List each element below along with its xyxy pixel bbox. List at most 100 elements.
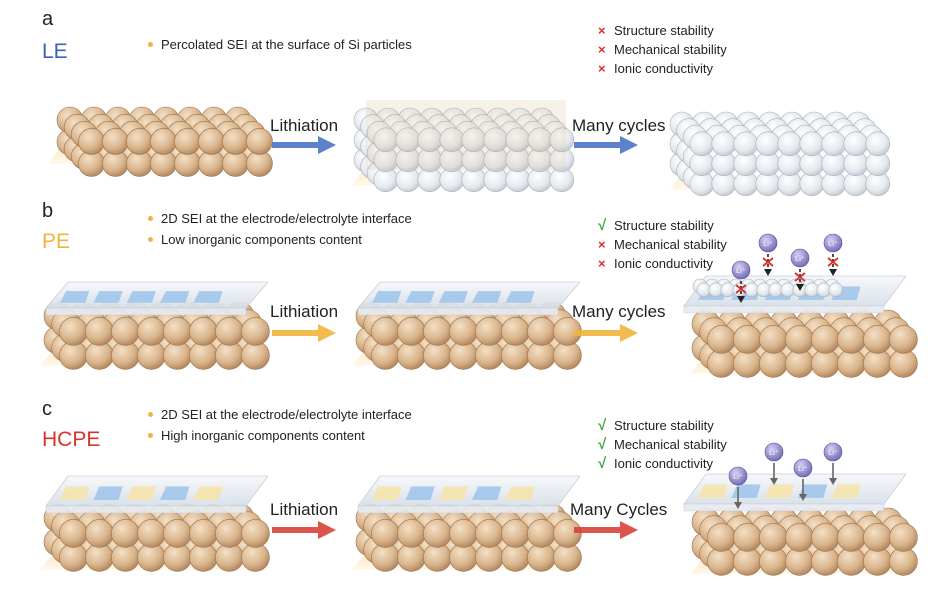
particle: [475, 519, 504, 548]
bullet-dot-icon: [148, 42, 153, 48]
particle: [821, 131, 847, 157]
outcome-item: ×Ionic conductivity: [598, 256, 713, 271]
sei-layer: [683, 473, 907, 512]
check-icon: √: [598, 436, 607, 453]
arrow-right-icon: [574, 521, 638, 539]
sei-patch: [698, 484, 728, 498]
li-ion: Li⁺: [790, 248, 810, 291]
li-ion-sphere: [758, 233, 778, 253]
arrow-right-icon: [272, 324, 336, 342]
particle: [449, 519, 478, 548]
li-ion: Li⁺: [731, 260, 751, 303]
cross-icon: ×: [598, 42, 606, 57]
particle: [397, 519, 426, 548]
particle: [799, 131, 825, 157]
panel-c-outcomes: √Structure stability √Mechanical stabili…: [598, 416, 727, 473]
particle: [863, 325, 892, 354]
particle: [865, 131, 891, 157]
particle: [733, 131, 759, 157]
ion-arrowhead: [799, 494, 807, 501]
panel-b-outcomes: √Structure stability ×Mechanical stabili…: [598, 216, 727, 273]
outcome-item: √Ionic conductivity: [598, 455, 713, 472]
particle: [423, 519, 452, 548]
outcome-item: ×Mechanical stability: [598, 42, 727, 57]
li-ion-label: Li⁺: [795, 254, 805, 263]
particle: [707, 523, 736, 552]
particle: [215, 519, 244, 548]
arrow-right-icon: [272, 521, 336, 539]
particle: [553, 519, 582, 548]
particle: [549, 127, 575, 153]
bullet-dot-icon: [148, 433, 153, 439]
li-ion-sphere: [823, 442, 843, 462]
sei-patch: [193, 291, 223, 303]
step-lithiation: Lithiation: [270, 302, 339, 321]
lithiated-particle-array: [353, 107, 575, 193]
panel-a-outcomes: ×Structure stability ×Mechanical stabili…: [598, 21, 727, 78]
particle: [189, 317, 218, 346]
particle: [222, 128, 249, 155]
sei-patch: [505, 291, 535, 303]
ion-arrowhead: [796, 284, 804, 291]
bullet-item: Percolated SEI at the surface of Si part…: [148, 34, 412, 55]
process-arrow: [272, 521, 336, 539]
outcome-item: ×Mechanical stability: [598, 237, 727, 252]
sei-sheet-edge: [683, 503, 885, 512]
ion-arrowhead: [734, 502, 742, 509]
particle: [59, 519, 88, 548]
li-ion-sphere: [793, 458, 813, 478]
sei-patch: [93, 291, 123, 303]
panel-c-bullets: 2D SEI at the electrode/electrolyte inte…: [148, 404, 412, 446]
particle: [527, 519, 556, 548]
sei-patch: [831, 484, 861, 498]
panel-a-illustration: [48, 100, 891, 197]
bullet-item: 2D SEI at the electrode/electrolyte inte…: [148, 208, 412, 229]
bullet-dot-icon: [148, 237, 153, 243]
process-arrow: [574, 324, 638, 342]
particle: [241, 317, 270, 346]
sei-layer: [357, 281, 581, 316]
panel-a-bullets: Percolated SEI at the surface of Si part…: [148, 34, 412, 55]
particle: [733, 325, 762, 354]
sei-patch: [472, 486, 502, 500]
particle: [711, 131, 737, 157]
li-ion-sphere: [728, 466, 748, 486]
sei-patch: [93, 486, 123, 500]
particle: [811, 523, 840, 552]
sei-tint: [366, 100, 566, 170]
arrow-right-icon: [272, 136, 336, 154]
sei-layer: [357, 475, 581, 514]
particle: [837, 523, 866, 552]
step-many-cycles: Many Cycles: [570, 500, 668, 519]
sei-sheet-edge: [357, 307, 559, 316]
particle: [126, 128, 153, 155]
process-arrow: [272, 136, 336, 154]
particle: [59, 317, 88, 346]
particle: [843, 131, 869, 157]
li-ion-label: Li⁺: [798, 464, 808, 473]
sei-sheet-edge: [683, 305, 885, 314]
process-arrow: [574, 521, 638, 539]
block-cross-icon: [735, 284, 747, 294]
bullet-item: 2D SEI at the electrode/electrolyte inte…: [148, 404, 412, 425]
panel-b-bullets: 2D SEI at the electrode/electrolyte inte…: [148, 208, 412, 250]
bullet-dot-icon: [148, 216, 153, 222]
cracked-sei-fragments: [692, 278, 844, 298]
si-particle-array: [43, 503, 270, 572]
check-icon: √: [598, 455, 607, 472]
system-label-pe: PE: [42, 230, 71, 253]
sei-sheet-edge: [357, 505, 559, 514]
outcome-item: ×Ionic conductivity: [598, 61, 713, 76]
system-label-hcpe: HCPE: [42, 428, 101, 451]
li-ion: Li⁺: [823, 442, 843, 485]
cycled-particle-array: [669, 111, 891, 197]
block-cross-icon: [794, 272, 806, 282]
particle: [828, 282, 844, 298]
particle: [811, 325, 840, 354]
check-icon: √: [598, 217, 607, 234]
cross-icon: ×: [598, 23, 606, 38]
particle: [198, 128, 225, 155]
li-ion-label: Li⁺: [763, 239, 773, 248]
li-ion-sphere: [823, 233, 843, 253]
